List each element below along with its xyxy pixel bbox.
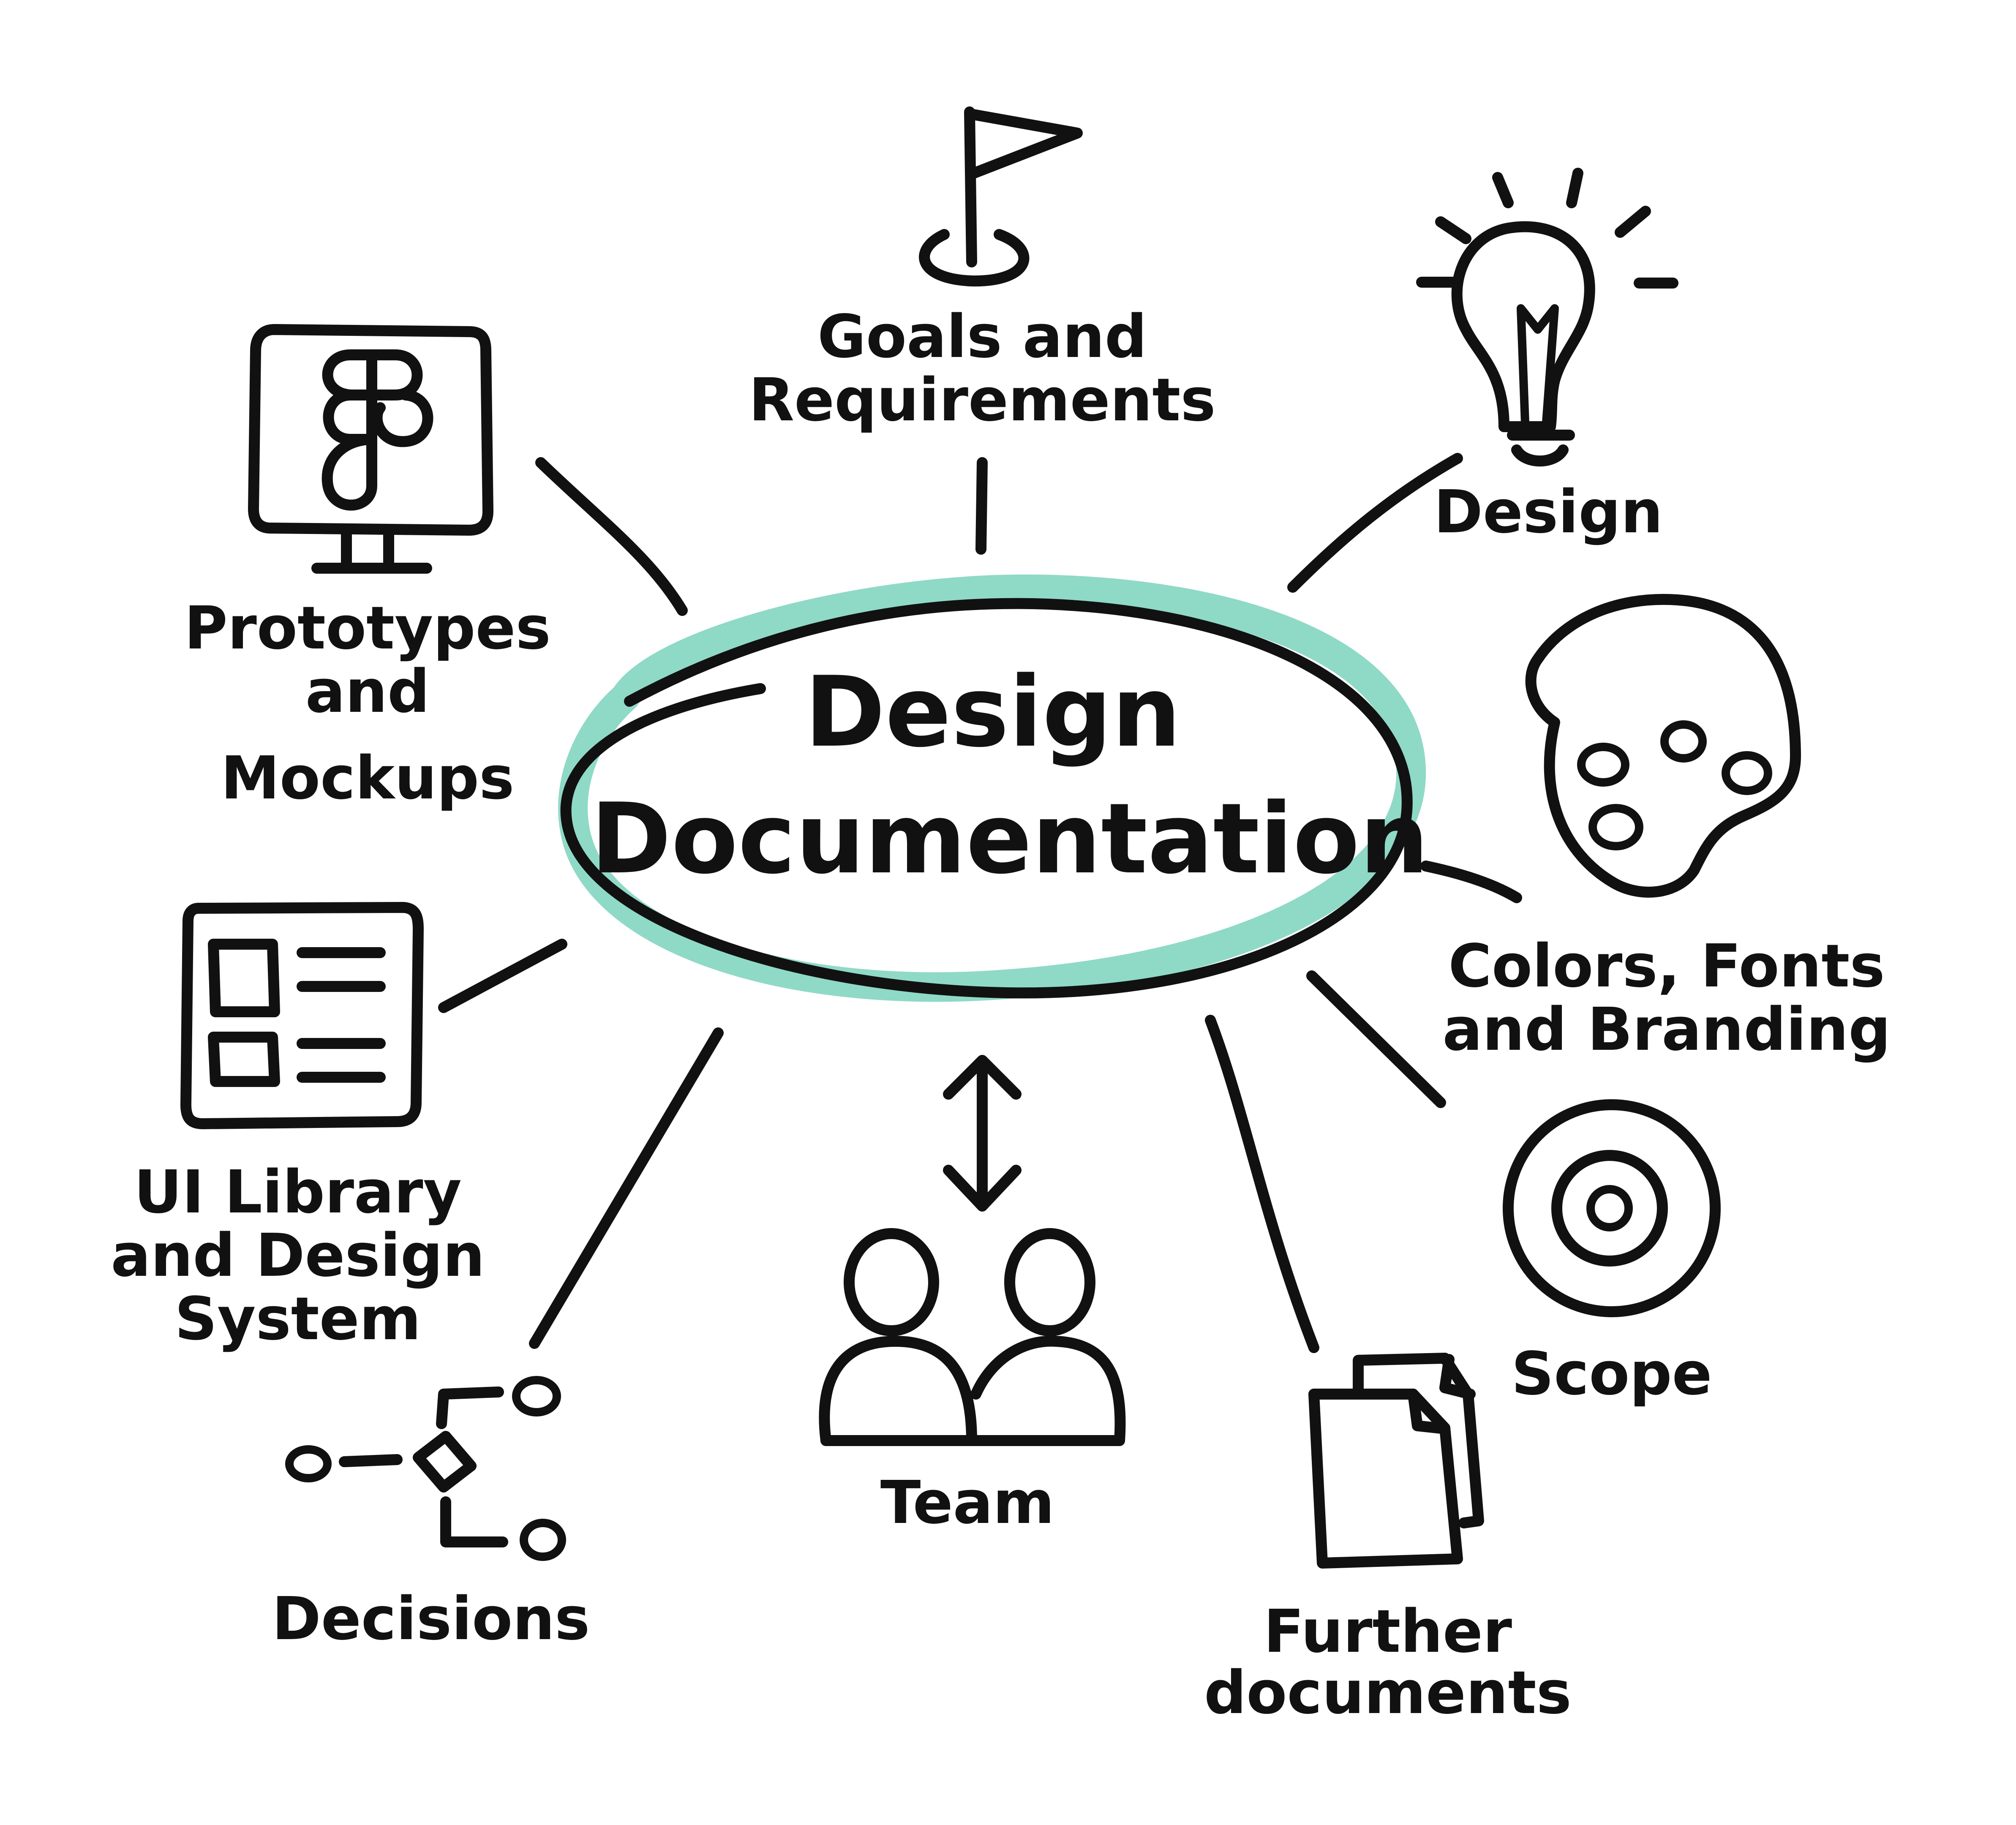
center-ellipse xyxy=(560,598,1413,999)
node-scope: Scope xyxy=(1503,1099,1721,1408)
goals-label-line1: Goals and xyxy=(817,302,1147,371)
connector-goals xyxy=(975,457,988,555)
team-icon xyxy=(819,1228,1126,1446)
goals-label-line2: Requirements xyxy=(749,366,1215,435)
scope-label: Scope xyxy=(1511,1340,1712,1408)
colors-label-line2: and Branding xyxy=(1442,995,1891,1064)
connectors xyxy=(438,453,1522,1353)
connector-scope xyxy=(1306,970,1446,1108)
prototypes-label-line3: Mockups xyxy=(221,744,515,813)
node-further: Further documents xyxy=(1204,1353,1572,1727)
ui-library-label-line3: System xyxy=(174,1285,421,1354)
team-double-arrow xyxy=(943,1055,1022,1212)
further-label-line2: documents xyxy=(1204,1659,1572,1727)
node-decisions: Decisions xyxy=(272,1376,590,1653)
documents-icon xyxy=(1308,1353,1484,1569)
connector-design xyxy=(1287,453,1463,593)
lightbulb-icon xyxy=(1416,168,1678,467)
connector-further xyxy=(1205,1015,1319,1353)
prototypes-label-line2: and xyxy=(305,657,430,726)
colors-label-line1: Colors, Fonts xyxy=(1448,932,1885,1001)
target-icon xyxy=(1503,1099,1721,1317)
team-label: Team xyxy=(880,1468,1054,1537)
monitor-figma-icon xyxy=(248,324,493,574)
ui-library-label-line1: UI Library xyxy=(134,1158,462,1227)
node-prototypes: Prototypes and Mockups xyxy=(184,324,551,813)
connector-prototypes xyxy=(535,457,688,616)
node-design: Design xyxy=(1416,168,1678,547)
further-label-line1: Further xyxy=(1264,1597,1512,1666)
flag-icon xyxy=(919,106,1083,287)
decision-flow-icon xyxy=(285,1376,566,1561)
center-title-line2: Documentation xyxy=(591,783,1429,896)
connector-decisions xyxy=(529,1027,724,1349)
ui-library-label-line2: and Design xyxy=(111,1221,485,1290)
connector-colors xyxy=(1420,861,1522,903)
decisions-label: Decisions xyxy=(272,1585,590,1653)
node-colors: Colors, Fonts and Branding xyxy=(1442,594,1891,1064)
node-goals: Goals and Requirements xyxy=(749,106,1216,435)
connector-ui-library xyxy=(438,939,567,1013)
node-team: Team xyxy=(819,1228,1126,1537)
design-label: Design xyxy=(1434,478,1663,547)
center-title-line1: Design xyxy=(804,656,1181,769)
prototypes-label-line1: Prototypes xyxy=(184,594,551,663)
palette-icon xyxy=(1525,594,1801,898)
layout-icon xyxy=(180,902,424,1129)
node-ui-library: UI Library and Design System xyxy=(111,902,485,1354)
center-node: Design Documentation xyxy=(558,574,1429,1002)
